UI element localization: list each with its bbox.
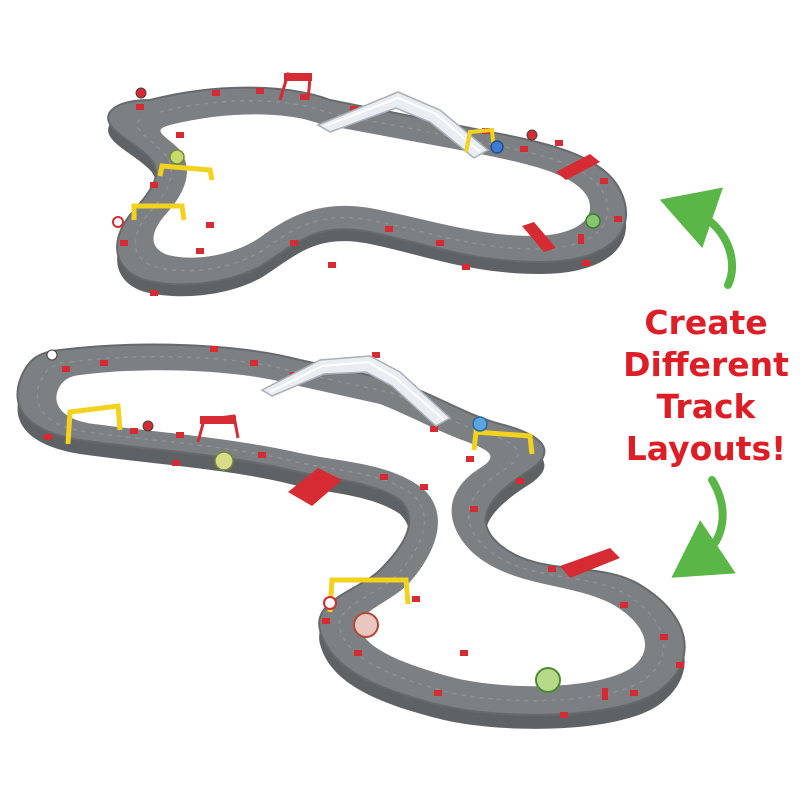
top-track-bridge [316, 91, 490, 159]
top-track-layout [107, 72, 627, 297]
bottom-track-ramps [288, 468, 620, 578]
top-track-signs [112, 87, 584, 244]
bottom-track-connectors [44, 346, 684, 718]
caption-line-2: Different [623, 345, 789, 384]
bottom-track-infield-a [56, 370, 646, 687]
top-track-balls [169, 140, 601, 229]
curved-arrow-down-icon [671, 476, 736, 578]
curved-arrow-up-icon [659, 187, 736, 289]
bottom-track-layout [16, 343, 686, 729]
bottom-track-signs [46, 349, 608, 700]
top-track-ramps [522, 154, 600, 252]
top-track-gates [131, 72, 496, 221]
caption-line-1: Create [644, 303, 768, 342]
caption-text: Create Different Track Layouts! [612, 302, 800, 470]
bottom-track-gates [65, 403, 535, 613]
caption-line-4: Layouts! [625, 429, 787, 468]
bottom-track-lane-line [36, 355, 665, 702]
top-track-infield [153, 114, 591, 258]
caption-line-3: Track [656, 387, 756, 426]
bottom-track-balls [214, 416, 561, 693]
